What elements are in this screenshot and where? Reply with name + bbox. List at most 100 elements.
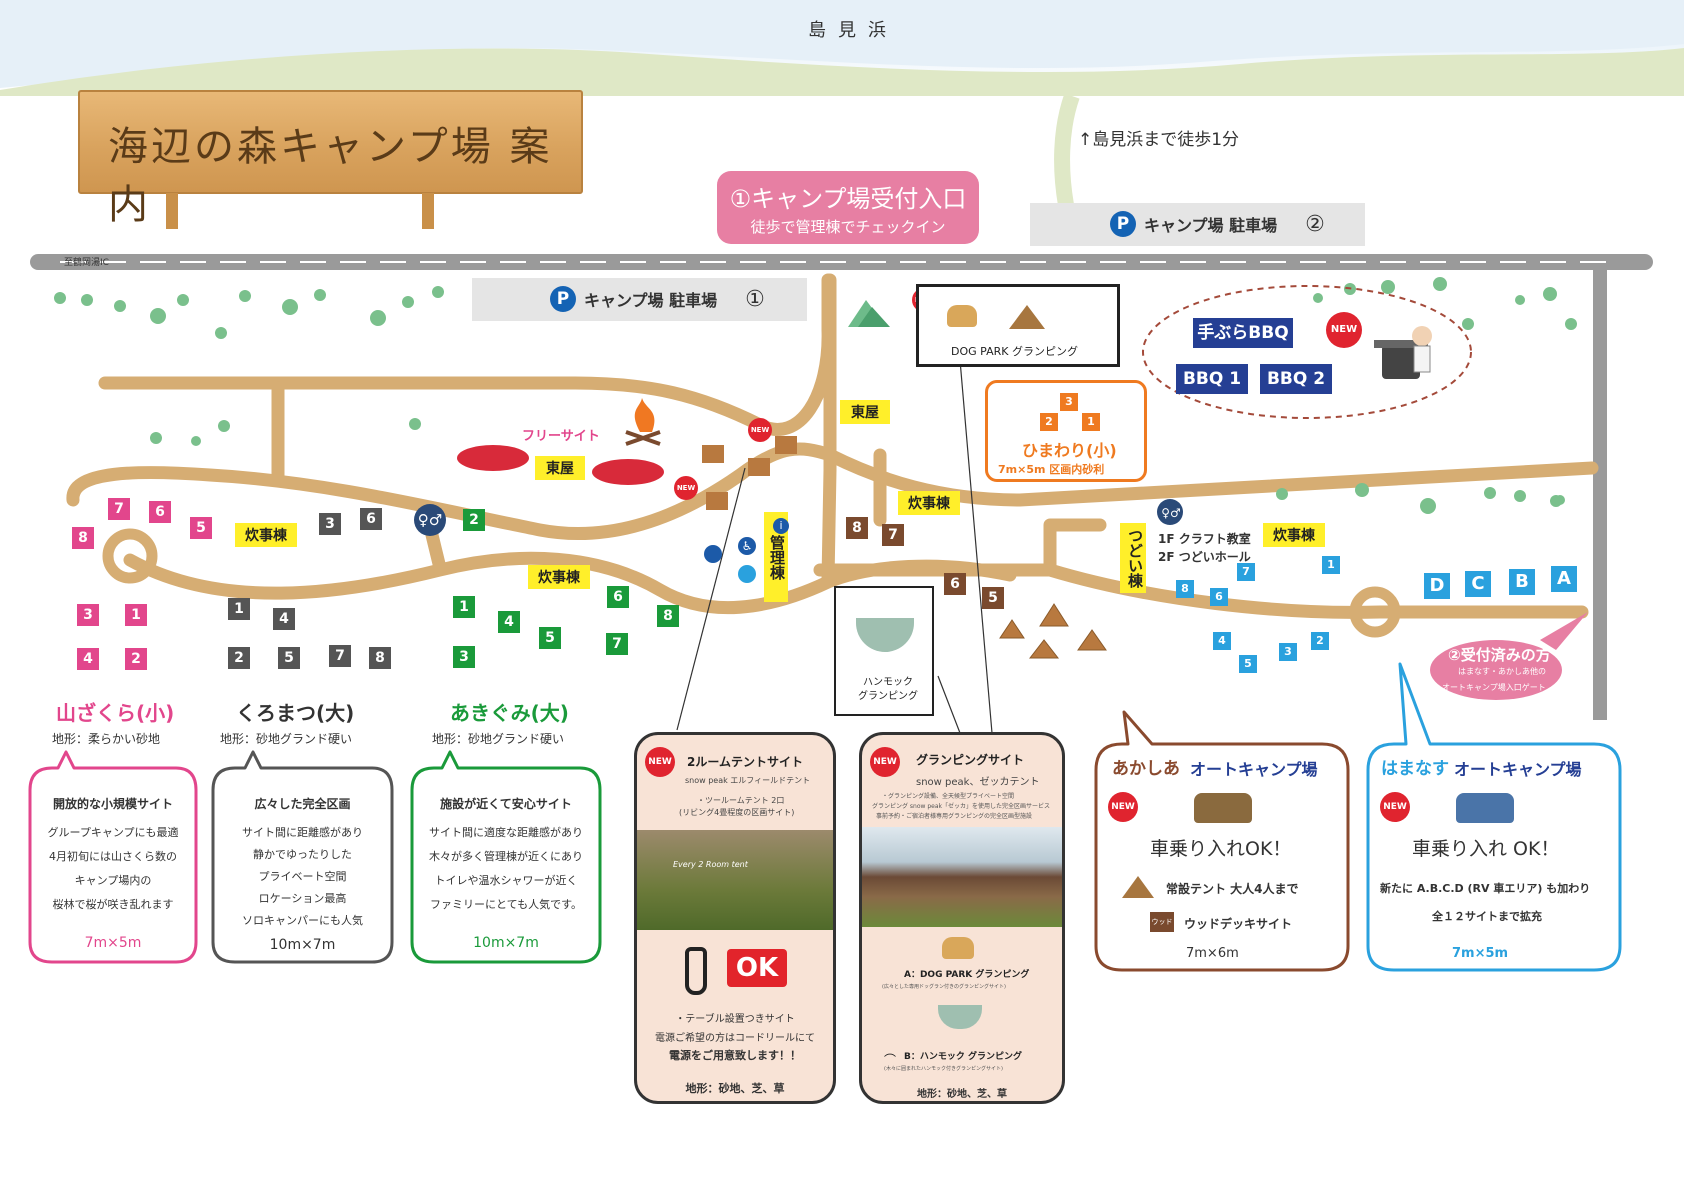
yamazakura-site[interactable]: 8 (72, 527, 94, 549)
received-line1: ②受付済みの方 (1448, 646, 1551, 664)
hamanasu-site[interactable]: 3 (1279, 643, 1297, 661)
akigumi-site[interactable]: 1 (453, 596, 475, 618)
site-2[interactable]: 2 (1040, 413, 1058, 431)
parking-2-bar[interactable]: P キャンプ場 駐車場 ② (1030, 203, 1365, 246)
kuromatsu-site[interactable]: 6 (360, 508, 382, 530)
parking-label: キャンプ場 駐車場 (584, 291, 718, 310)
new-badge: NEW (870, 747, 900, 777)
card-size: 7m×5m (84, 935, 142, 951)
tent-card-sub1: snow peak エルフィールドテント (685, 776, 811, 785)
rv-site[interactable]: D (1424, 573, 1450, 599)
rv-site[interactable]: A (1551, 566, 1577, 592)
tent-card-sub3: (リビング4畳程度の区画サイト) (679, 808, 795, 817)
car-icon (1456, 793, 1514, 823)
tsudoi-label: つどい棟 (1120, 523, 1146, 593)
akashia-site[interactable]: 6 (944, 573, 966, 595)
yamazakura-site[interactable]: 6 (149, 501, 171, 523)
two-room-tent-card: NEW 2ルームテントサイト snow peak エルフィールドテント ・ツール… (634, 732, 836, 1104)
kuromatsu-card: 広々した完全区画 サイト間に距離感があり 静かでゆったりした プライベート空間 … (215, 795, 390, 957)
akigumi-site[interactable]: 3 (453, 646, 475, 668)
yamazakura-title: 山ざくら(小) (56, 701, 175, 725)
akashia-site[interactable]: 8 (846, 517, 868, 539)
parking-label: キャンプ場 駐車場 (1144, 216, 1278, 235)
akigumi-card: 施設が近くて安心サイト サイト間に適度な距離感があり 木々が多く管理棟が近くにあ… (414, 795, 598, 957)
bbq2-button[interactable]: BBQ 2 (1260, 364, 1332, 394)
card-size: 10m×7m (269, 937, 336, 953)
akigumi-ground: 地形：砂地グランド硬い (432, 732, 565, 746)
glamping-card-sub1: snow peak、ゼッカテント (916, 777, 1040, 788)
akigumi-site[interactable]: 7 (606, 633, 628, 655)
yamazakura-site[interactable]: 7 (108, 498, 130, 520)
yamazakura-site[interactable]: 3 (77, 604, 99, 626)
azumaya-label-1: 東屋 (535, 456, 585, 480)
glamping-card-sub3: グランピング snow peak「ゼッカ」を使用した完全区画サービス (872, 803, 1050, 810)
tsudoi-floors: 1F クラフト教室 2F つどいホール (1158, 532, 1251, 564)
hamanasu-site[interactable]: 6 (1210, 588, 1228, 606)
kuromatsu-ground: 地形：砂地グランド硬い (220, 732, 353, 746)
suiji-label-2: 炊事棟 (528, 565, 590, 589)
card-line: トイレや温水シャワーが近く (434, 874, 578, 887)
akigumi-site[interactable]: 5 (539, 627, 561, 649)
wifi-icon: ⌒ (884, 1053, 897, 1067)
akigumi-site[interactable]: 4 (498, 611, 520, 633)
hamanasu-site[interactable]: 1 (1322, 556, 1340, 574)
yamazakura-site[interactable]: 5 (190, 517, 212, 539)
tebura-bbq-button[interactable]: 手ぶらBBQ (1193, 318, 1293, 348)
site-1[interactable]: 1 (1082, 413, 1100, 431)
hamanasu-site[interactable]: 8 (1176, 580, 1194, 598)
glamping-card-sub2: ・グランピング設備、全天候型プライベート空間 (882, 793, 1015, 800)
rv-site[interactable]: C (1465, 571, 1491, 597)
card-line: 桜林で桜が咲き乱れます (52, 898, 174, 911)
akashia-deck: ウッドデッキサイト (1184, 917, 1293, 931)
hamanasu-title-b: オートキャンプ場 (1454, 760, 1582, 779)
akashia-tent: 常設テント 大人4人まで (1166, 882, 1299, 896)
kuromatsu-site[interactable]: 4 (273, 608, 295, 630)
reception-entrance-button[interactable]: ①キャンプ場受付入口 徒歩で管理棟でチェックイン (717, 171, 979, 244)
beach-label: 島見浜 (808, 20, 898, 41)
bbq1-button[interactable]: BBQ 1 (1176, 364, 1248, 394)
glamping-card: NEW グランピングサイト snow peak、ゼッカテント ・グランピング設備… (859, 732, 1065, 1104)
shower-icon (704, 545, 722, 563)
info-icon[interactable]: i (773, 518, 789, 534)
yamazakura-card: 開放的な小規模サイト グループキャンプにも最適 4月初旬には山さくら数の キャン… (32, 795, 194, 957)
card-size: 10m×7m (473, 935, 539, 951)
card-line: ファミリーにとても人気です。 (429, 898, 583, 911)
akigumi-site[interactable]: 2 (463, 509, 485, 531)
kuromatsu-site[interactable]: 5 (278, 647, 300, 669)
tent-card-l2: 電源ご希望の方はコードリールにて (655, 1033, 815, 1044)
akigumi-site[interactable]: 8 (657, 605, 679, 627)
kuromatsu-site[interactable]: 8 (369, 647, 391, 669)
wood-deck-icon: ウッド (1150, 912, 1174, 932)
new-badge: NEW (1326, 312, 1362, 348)
hamanasu-title-a: はまなす (1381, 759, 1449, 779)
site-3[interactable]: 3 (1060, 393, 1078, 411)
kuromatsu-site[interactable]: 1 (228, 598, 250, 620)
akigumi-site[interactable]: 6 (607, 586, 629, 608)
hamanasu-site[interactable]: 7 (1237, 563, 1255, 581)
card-line: 木々が多く管理棟が近くにあり (429, 850, 583, 863)
kuromatsu-site[interactable]: 7 (329, 645, 351, 667)
hamanasu-site[interactable]: 4 (1213, 632, 1231, 650)
akashia-size: 7m×6m (1186, 946, 1239, 961)
reception-line1: ①キャンプ場受付入口 (729, 185, 967, 213)
received-line2: はまなす・あかしあ他の (1458, 667, 1546, 676)
rv-site[interactable]: B (1509, 569, 1535, 595)
parking-number: ② (1305, 211, 1325, 237)
yamazakura-site[interactable]: 4 (77, 648, 99, 670)
dog-park-area[interactable]: DOG PARK グランピング (916, 284, 1120, 367)
akashia-site[interactable]: 7 (882, 524, 904, 546)
himawari-area[interactable]: 3 2 1 ひまわり(小) 7m×5m 区画内砂利 (985, 380, 1147, 482)
hamanasu-l1: 新たに A.B.C.D (RV 車エリア) も加わり (1380, 882, 1591, 895)
kuromatsu-site[interactable]: 2 (228, 647, 250, 669)
yamazakura-site[interactable]: 2 (125, 648, 147, 670)
hamanasu-site[interactable]: 2 (1311, 632, 1329, 650)
yamazakura-site[interactable]: 1 (125, 604, 147, 626)
parking-icon: P (1110, 211, 1136, 237)
akashia-site[interactable]: 5 (982, 587, 1004, 609)
hammock-area[interactable]: ハンモック グランピング (834, 586, 934, 716)
car-icon (1194, 793, 1252, 823)
hamanasu-site[interactable]: 5 (1239, 655, 1257, 673)
kuromatsu-site[interactable]: 3 (319, 513, 341, 535)
